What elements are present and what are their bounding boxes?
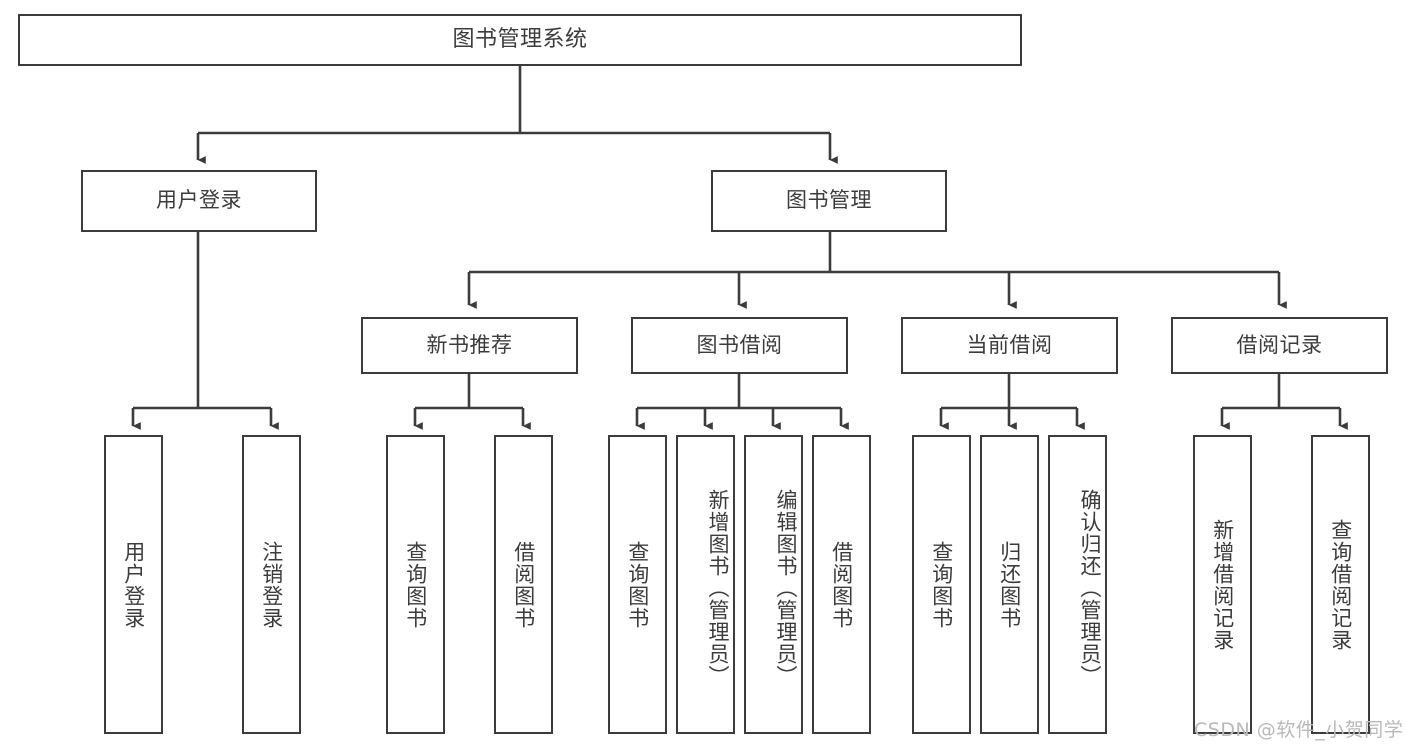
node-book-borrow[interactable]: 图书借阅: [631, 317, 848, 374]
leaf-user-login-logout[interactable]: 注销登录: [242, 435, 301, 734]
leaf-current-borrow-return-book[interactable]: 归还图书: [980, 435, 1039, 734]
leaf-book-borrow-add-book-admin[interactable]: 新增图书（管理员）: [676, 435, 735, 734]
leaf-book-borrow-edit-book-admin[interactable]: 编辑图书（管理员）: [744, 435, 803, 734]
leaf-book-borrow-query-book[interactable]: 查询图书: [608, 435, 667, 734]
leaf-book-borrow-borrow-book[interactable]: 借阅图书: [812, 435, 871, 734]
node-borrow-records[interactable]: 借阅记录: [1171, 317, 1388, 374]
leaf-current-borrow-confirm-return-admin[interactable]: 确认归还（管理员）: [1048, 435, 1107, 734]
leaf-new-book-borrow-book[interactable]: 借阅图书: [494, 435, 553, 734]
node-book-management[interactable]: 图书管理: [711, 170, 947, 232]
leaf-current-borrow-query-book[interactable]: 查询图书: [912, 435, 971, 734]
node-root-book-management-system[interactable]: 图书管理系统: [18, 14, 1022, 66]
node-current-borrow[interactable]: 当前借阅: [901, 317, 1118, 374]
node-new-book-recommend[interactable]: 新书推荐: [361, 317, 578, 374]
leaf-borrow-records-query-record[interactable]: 查询借阅记录: [1311, 435, 1370, 734]
leaf-new-book-query-book[interactable]: 查询图书: [386, 435, 445, 734]
csdn-watermark: CSDN @软件_小贺同学: [1194, 719, 1404, 741]
node-user-login[interactable]: 用户登录: [81, 170, 317, 232]
leaf-user-login-login[interactable]: 用户登录: [104, 435, 163, 734]
leaf-borrow-records-add-record[interactable]: 新增借阅记录: [1193, 435, 1252, 734]
